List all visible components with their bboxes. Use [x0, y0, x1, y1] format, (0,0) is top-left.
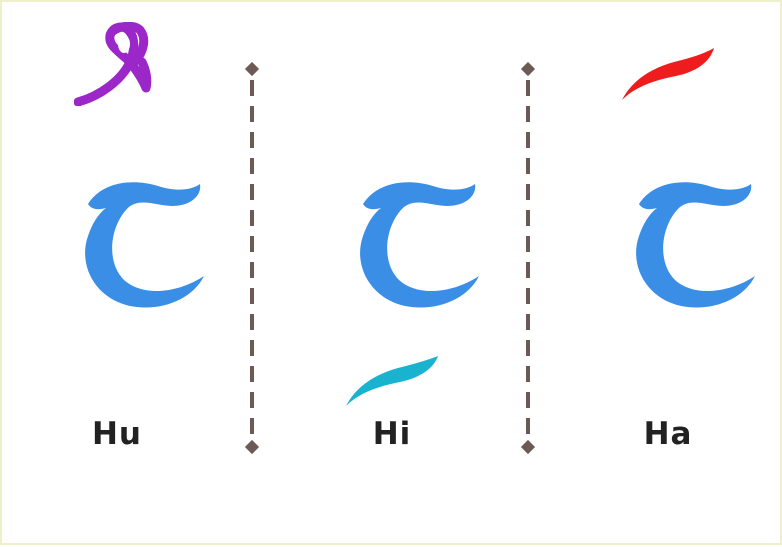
label-hu: Hu — [91, 416, 142, 452]
label-hi: Hi — [372, 416, 412, 452]
column-ha: Ha — [528, 2, 782, 547]
column-hi: Hi — [252, 2, 528, 547]
hah-letter-icon — [72, 152, 222, 322]
dashed-divider-icon — [519, 62, 539, 457]
label-ha: Ha — [643, 416, 693, 452]
column-hu: Hu — [2, 2, 252, 547]
fathah-mark-icon — [618, 46, 718, 102]
dashed-divider-icon — [243, 62, 263, 457]
kasrah-mark-icon — [342, 354, 442, 410]
dhammah-mark-icon — [74, 22, 158, 106]
hah-letter-icon — [347, 152, 497, 322]
hah-letter-icon — [623, 152, 773, 322]
